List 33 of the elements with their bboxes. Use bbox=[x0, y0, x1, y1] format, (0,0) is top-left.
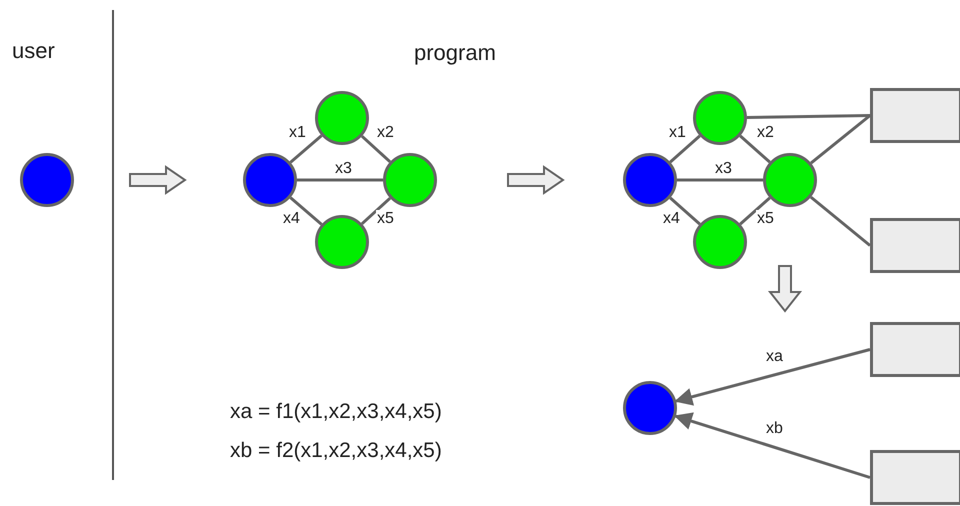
connector-line bbox=[746, 114, 870, 120]
section-heading: program bbox=[414, 40, 496, 66]
node-circle bbox=[243, 153, 297, 207]
connector-line bbox=[289, 134, 323, 164]
connector-line bbox=[810, 196, 871, 247]
connector-line bbox=[289, 196, 323, 226]
process-box bbox=[870, 450, 960, 505]
process-box bbox=[870, 88, 960, 143]
node-circle bbox=[623, 153, 677, 207]
node-circle bbox=[383, 153, 437, 207]
connector-line bbox=[297, 178, 383, 182]
connector-line bbox=[669, 134, 701, 164]
axis-heading: user bbox=[12, 38, 55, 64]
node-circle bbox=[315, 215, 369, 269]
node-circle bbox=[693, 91, 747, 145]
node-circle bbox=[20, 153, 74, 207]
node-circle bbox=[623, 381, 677, 435]
connector-line bbox=[739, 134, 771, 164]
node-circle bbox=[763, 153, 817, 207]
connector-line bbox=[360, 135, 392, 163]
connector-line bbox=[677, 178, 763, 182]
formula-text: xb = f2(x1,x2,x3,x4,x5) bbox=[230, 439, 442, 463]
connector-line bbox=[739, 196, 771, 226]
node-circle bbox=[315, 91, 369, 145]
node-circle bbox=[693, 215, 747, 269]
connector-line bbox=[810, 114, 871, 164]
arrow bbox=[674, 348, 870, 406]
process-box bbox=[870, 322, 960, 377]
process-box bbox=[870, 218, 960, 273]
formula-text: xa = f1(x1,x2,x3,x4,x5) bbox=[230, 400, 442, 424]
connector-line bbox=[360, 197, 392, 225]
arrow bbox=[674, 412, 870, 479]
connector-line bbox=[669, 196, 701, 226]
